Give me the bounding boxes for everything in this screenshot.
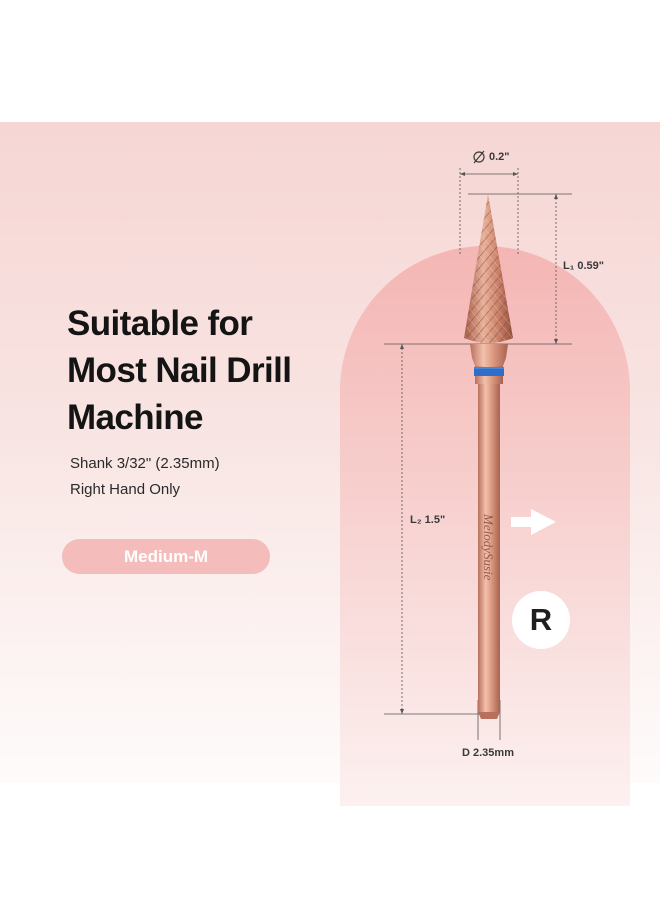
drill-collar (470, 344, 508, 366)
rotation-badge-label: R (529, 602, 553, 637)
headline-line-3: Machine (67, 398, 203, 437)
headline-line-1: Suitable for (67, 304, 253, 343)
grit-badge: Medium-M (62, 539, 270, 574)
dimension-arrowheads (400, 172, 558, 714)
dim-shank-diameter: D 2.35mm (462, 747, 514, 759)
dim-head-length: L₁ 0.59" (563, 260, 604, 272)
drill-shank (478, 384, 500, 712)
dim-head-diameter: 0.2" (489, 151, 510, 163)
rotation-badge: R (512, 591, 570, 649)
headline-line-2: Most Nail Drill (67, 351, 292, 390)
spec-hand: Right Hand Only (70, 481, 181, 498)
diameter-icon (473, 150, 485, 164)
grit-badge-label: Medium-M (123, 546, 209, 566)
arrow-right-icon (511, 509, 556, 535)
brand-engraving: MelodySusie (481, 513, 496, 581)
headline: Suitable for Most Nail Drill Machine (67, 300, 292, 441)
drill-blue-band (474, 367, 504, 376)
drill-shank-tip (478, 712, 500, 719)
spec-shank: Shank 3/32" (2.35mm) (70, 455, 220, 472)
dim-shank-length: L₂ 1.5" (410, 514, 446, 526)
